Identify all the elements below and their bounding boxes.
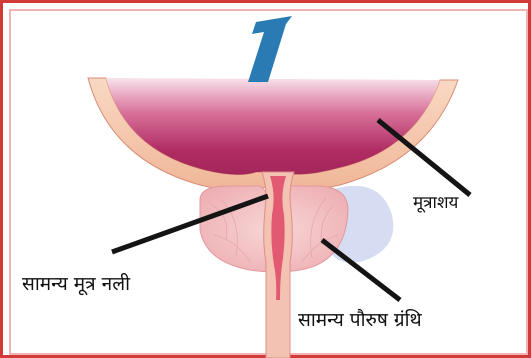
label-bladder: मूत्राशय [413,190,458,213]
label-prostate: सामन्य पौरुष ग्रंथि [298,306,422,332]
figure-number-shape [248,16,292,82]
label-urethra: सामन्य मूत्र नली [22,270,130,296]
